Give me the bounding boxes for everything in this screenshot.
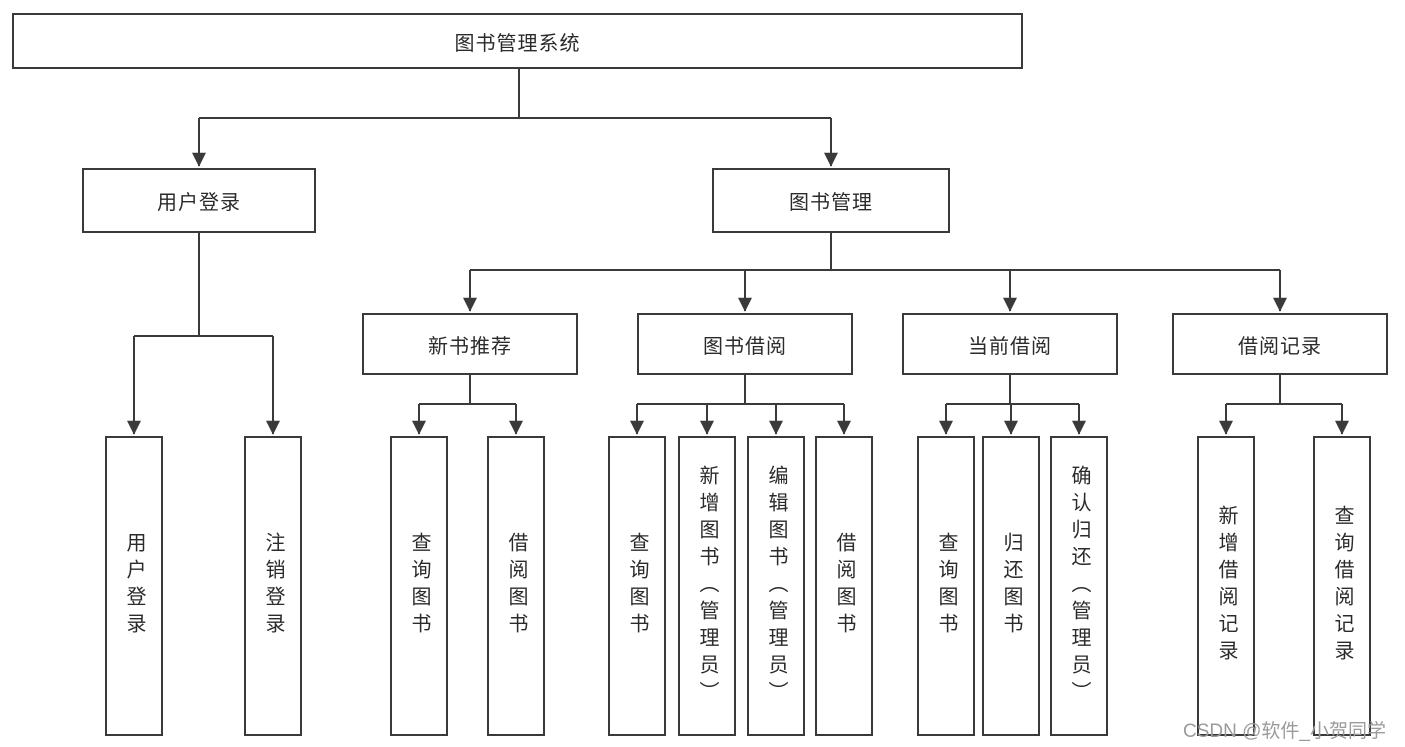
node-current-borrowing: 当前借阅: [902, 313, 1118, 375]
node-book-management: 图书管理: [712, 168, 950, 233]
wire-new-book-bar: [419, 375, 516, 405]
node-book-borrowing: 图书借阅: [637, 313, 853, 375]
node-label: 查询图书: [935, 532, 957, 640]
node-label: 编辑图书（管理员）: [765, 464, 787, 708]
leaf-user-login: 用户登录: [105, 436, 163, 736]
node-label: 查询图书: [626, 532, 648, 640]
node-label: 用户登录: [123, 532, 145, 640]
node-label: 用户登录: [157, 192, 241, 214]
node-label: 图书管理: [789, 192, 873, 214]
node-library-management-system: 图书管理系统: [12, 13, 1023, 69]
node-label: 注销登录: [262, 532, 284, 640]
leaf-logout-login: 注销登录: [244, 436, 302, 736]
leaf-bb-query-books: 查询图书: [608, 436, 666, 736]
node-label: 新增借阅记录: [1215, 505, 1237, 667]
node-label: 新增图书（管理员）: [696, 464, 718, 708]
leaf-bb-edit-books-admin: 编辑图书（管理员）: [747, 436, 805, 736]
leaf-cb-return-books: 归还图书: [982, 436, 1040, 736]
leaf-br-add-borrow-record: 新增借阅记录: [1197, 436, 1255, 736]
node-label: 确认归还（管理员）: [1068, 464, 1090, 708]
node-label: 新书推荐: [428, 335, 512, 358]
node-borrowing-records: 借阅记录: [1172, 313, 1388, 375]
leaf-bb-borrow-books: 借阅图书: [815, 436, 873, 736]
node-label: 查询图书: [408, 532, 430, 640]
node-label: 借阅图书: [505, 532, 527, 640]
leaf-nbr-borrow-books: 借阅图书: [487, 436, 545, 736]
wire-borrow-record-bar: [1226, 375, 1342, 405]
node-label: 当前借阅: [968, 335, 1052, 358]
node-new-book-recommendation: 新书推荐: [362, 313, 578, 375]
watermark: CSDN @软件_小贺同学: [1183, 721, 1386, 742]
wire-book-management-bar: [470, 233, 1280, 271]
wire-book-borrow-bar: [637, 375, 844, 405]
node-user-login-branch: 用户登录: [82, 168, 316, 233]
leaf-cb-confirm-return-admin: 确认归还（管理员）: [1050, 436, 1108, 736]
leaf-nbr-query-books: 查询图书: [390, 436, 448, 736]
node-label: 借阅图书: [833, 532, 855, 640]
leaf-bb-add-books-admin: 新增图书（管理员）: [678, 436, 736, 736]
node-label: 图书借阅: [703, 335, 787, 358]
wire-current-borrow-bar: [946, 375, 1079, 405]
leaf-cb-query-books: 查询图书: [917, 436, 975, 736]
wire-user-login-bar: [134, 233, 273, 337]
node-label: 查询借阅记录: [1331, 505, 1353, 667]
node-label: 图书管理系统: [454, 32, 581, 55]
node-label: 归还图书: [1000, 532, 1022, 640]
node-label: 借阅记录: [1238, 335, 1322, 358]
leaf-br-query-borrow-record: 查询借阅记录: [1313, 436, 1371, 736]
wire-root-bar: [199, 69, 831, 119]
